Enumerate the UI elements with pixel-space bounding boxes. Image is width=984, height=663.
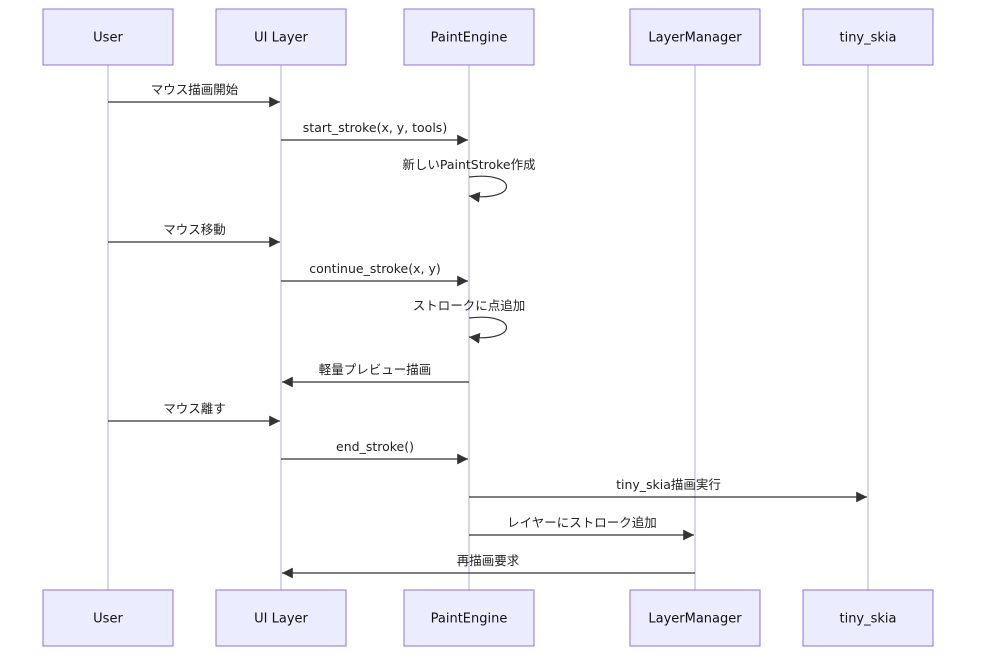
participant-box — [42, 589, 174, 647]
message-label: 軽量プレビュー描画 — [319, 362, 432, 377]
participants-top: User UI Layer PaintEngine LayerManager tiny_… — [42, 8, 934, 66]
message-0: マウス描画開始 — [108, 82, 280, 108]
participant-label: LayerManager — [648, 31, 742, 46]
message-label: レイヤーにストローク追加 — [507, 515, 657, 530]
participant-label: UI Layer — [254, 612, 308, 627]
message-label: start_stroke(x, y, tools) — [303, 120, 447, 135]
participant-label: LayerManager — [648, 612, 742, 627]
message-label: tiny_skia描画実行 — [616, 477, 721, 492]
participant-skia-top: tiny_skia — [802, 8, 934, 66]
participant-box — [629, 8, 761, 66]
participant-label: User — [93, 612, 123, 627]
participant-user-top: User — [42, 8, 174, 66]
message-9: tiny_skia描画実行 — [469, 477, 867, 503]
message-label: ストロークに点追加 — [413, 298, 526, 313]
lifelines — [107, 65, 869, 590]
participant-skia-bottom: tiny_skia — [802, 589, 934, 647]
message-label: 再描画要求 — [457, 553, 520, 568]
message-5: ストロークに点追加 — [413, 298, 526, 344]
participant-paint-bottom: PaintEngine — [403, 589, 535, 647]
participant-box — [802, 8, 934, 66]
participant-label: PaintEngine — [431, 612, 508, 627]
message-label: 新しいPaintStroke作成 — [402, 157, 535, 172]
self-message-arrow — [468, 175, 508, 203]
message-10: レイヤーにストローク追加 — [469, 515, 694, 541]
message-8: end_stroke() — [281, 439, 468, 465]
participant-box — [629, 589, 761, 647]
message-11: 再描画要求 — [282, 553, 695, 579]
participant-user-bottom: User — [42, 589, 174, 647]
messages: マウス描画開始 start_stroke(x, y, tools) 新しいPaint… — [108, 82, 867, 579]
message-3: マウス移動 — [108, 222, 280, 248]
message-2: 新しいPaintStroke作成 — [402, 157, 536, 203]
participant-ui-top: UI Layer — [215, 8, 347, 66]
participant-layer-bottom: LayerManager — [629, 589, 761, 647]
participant-box — [802, 589, 934, 647]
participant-box — [403, 589, 535, 647]
participant-label: tiny_skia — [839, 31, 896, 46]
message-label: マウス離す — [163, 401, 226, 416]
message-1: start_stroke(x, y, tools) — [281, 120, 468, 146]
self-message-arrow — [468, 316, 508, 344]
participant-ui-bottom: UI Layer — [215, 589, 347, 647]
participant-layer-top: LayerManager — [629, 8, 761, 66]
message-label: end_stroke() — [336, 439, 414, 454]
participant-label: PaintEngine — [431, 31, 508, 46]
message-6: 軽量プレビュー描画 — [282, 362, 469, 388]
participant-box — [215, 589, 347, 647]
message-label: マウス描画開始 — [151, 82, 239, 97]
message-label: continue_stroke(x, y) — [309, 261, 441, 276]
message-4: continue_stroke(x, y) — [281, 261, 468, 287]
participant-label: User — [93, 31, 123, 46]
message-7: マウス離す — [108, 401, 280, 427]
message-label: マウス移動 — [163, 222, 226, 237]
participant-label: UI Layer — [254, 31, 308, 46]
participant-box — [215, 8, 347, 66]
participant-paint-top: PaintEngine — [403, 8, 535, 66]
participant-box — [42, 8, 174, 66]
participants-bottom: User UI Layer PaintEngine LayerManager tiny_… — [42, 589, 934, 647]
participant-box — [403, 8, 535, 66]
participant-label: tiny_skia — [839, 612, 896, 627]
